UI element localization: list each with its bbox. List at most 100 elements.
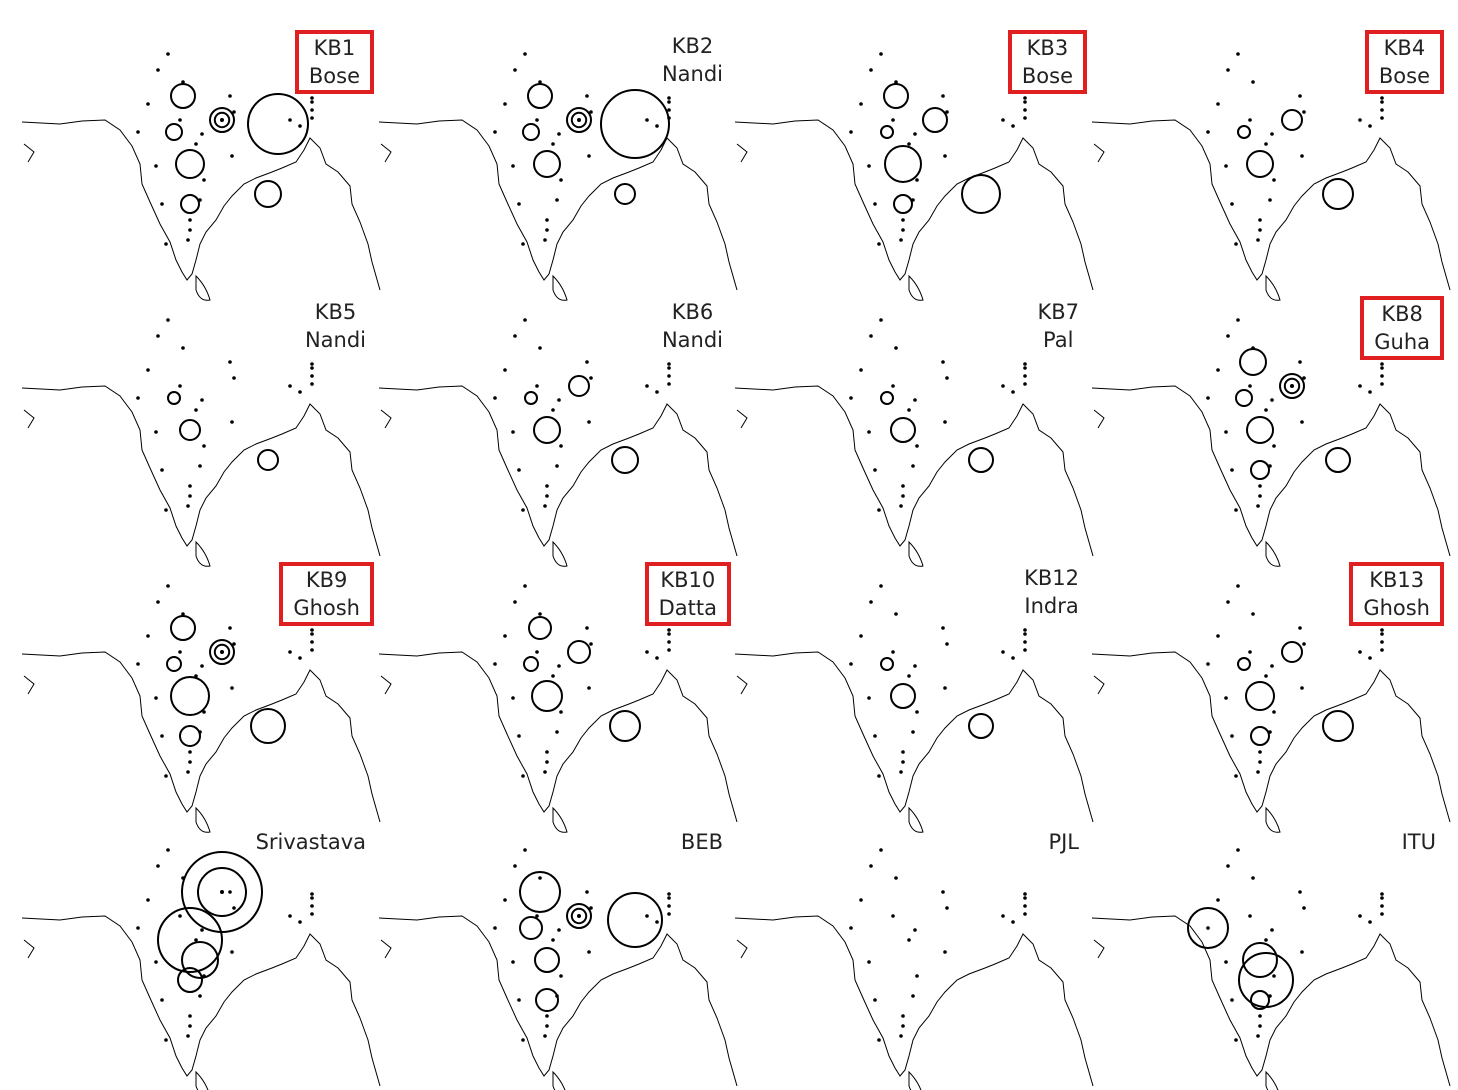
coastline	[734, 651, 1094, 823]
frequency-circle-inner	[1283, 377, 1301, 395]
station-dot	[559, 710, 563, 714]
frequency-circle	[1235, 389, 1253, 407]
frequency-circle-center	[220, 650, 224, 654]
station-dot	[1380, 648, 1384, 652]
panel-label-name: Bose	[1378, 64, 1430, 88]
frequency-circle	[1187, 907, 1229, 949]
station-dot	[493, 662, 497, 666]
station-dot	[523, 52, 527, 56]
frequency-circle	[1322, 710, 1354, 742]
frequency-circle	[961, 174, 1001, 214]
station-dot	[523, 848, 527, 852]
station-dot	[194, 938, 198, 942]
station-dot	[1380, 382, 1384, 386]
station-dot	[1224, 696, 1228, 700]
station-dot	[1298, 890, 1302, 894]
station-dot	[1368, 656, 1372, 660]
station-dot	[1268, 198, 1272, 202]
station-dot	[1023, 640, 1027, 644]
station-dot	[655, 656, 659, 660]
station-dot	[160, 468, 164, 472]
station-dot	[585, 94, 589, 98]
coastline-west	[1093, 939, 1105, 959]
station-dot	[136, 926, 140, 930]
station-dot	[1001, 914, 1005, 918]
sri-lanka-outline	[1265, 540, 1281, 567]
frequency-circle	[884, 145, 922, 183]
station-dot	[1216, 634, 1220, 638]
station-dot	[943, 420, 947, 424]
station-dot	[667, 108, 671, 112]
station-dot	[1011, 920, 1015, 924]
station-dot	[1258, 484, 1262, 488]
station-dot	[915, 974, 919, 978]
frequency-circle	[1281, 109, 1303, 131]
frequency-circle	[167, 391, 181, 405]
station-dot	[894, 80, 898, 84]
panel-label-code: KB10	[660, 568, 716, 592]
station-dot	[585, 890, 589, 894]
station-dot	[1272, 974, 1276, 978]
station-dot	[873, 998, 877, 1002]
station-dot	[1302, 642, 1306, 646]
station-dot	[667, 100, 671, 104]
station-dot	[551, 938, 555, 942]
station-dot	[1270, 664, 1274, 668]
station-dot	[1226, 68, 1230, 72]
station-dot	[1380, 904, 1384, 908]
station-dot	[178, 914, 182, 918]
frequency-circle	[250, 708, 286, 744]
station-dot	[1216, 368, 1220, 372]
station-dot	[1264, 408, 1268, 412]
station-dot	[667, 904, 671, 908]
station-dot	[202, 444, 206, 448]
station-dot	[181, 612, 185, 616]
station-dot	[915, 178, 919, 182]
station-dot	[585, 626, 589, 630]
station-dot	[545, 750, 549, 754]
station-dot	[913, 398, 917, 402]
station-dot	[867, 696, 871, 700]
station-dot	[1358, 914, 1362, 918]
sri-lanka-outline	[908, 274, 924, 301]
station-dot	[288, 384, 292, 388]
frequency-circle	[170, 676, 210, 716]
frequency-circle-inner	[213, 111, 231, 129]
station-dot	[869, 600, 873, 604]
station-dot	[945, 376, 949, 380]
coastline-west	[23, 939, 35, 959]
station-dot	[1358, 384, 1362, 388]
station-dot	[1256, 1034, 1260, 1038]
sri-lanka-outline	[552, 274, 568, 301]
station-dot	[1380, 362, 1384, 366]
station-dot	[1380, 116, 1384, 120]
station-dot	[200, 398, 204, 402]
station-dot	[517, 998, 521, 1002]
station-dot	[543, 504, 547, 508]
station-dot	[1023, 362, 1027, 366]
coastline-west	[23, 675, 35, 695]
frequency-circle	[968, 447, 994, 473]
station-dot	[1023, 628, 1027, 632]
panel-label-name: Ghosh	[293, 596, 360, 620]
india-map	[734, 318, 1094, 567]
station-dot	[310, 628, 314, 632]
sri-lanka-outline	[195, 806, 211, 833]
station-dot	[288, 650, 292, 654]
station-dot	[545, 218, 549, 222]
station-dot	[188, 760, 192, 764]
station-dot	[1300, 950, 1304, 954]
station-dot	[1230, 202, 1234, 206]
station-dot	[901, 750, 905, 754]
panel-label-code: KB1	[313, 36, 356, 60]
station-dot	[901, 218, 905, 222]
station-dot	[228, 890, 232, 894]
station-dot	[310, 648, 314, 652]
frequency-circle-inner	[197, 867, 247, 917]
frequency-circle	[254, 180, 282, 208]
station-dot	[200, 664, 204, 668]
station-dot	[589, 376, 593, 380]
frequency-circle	[1325, 447, 1351, 473]
